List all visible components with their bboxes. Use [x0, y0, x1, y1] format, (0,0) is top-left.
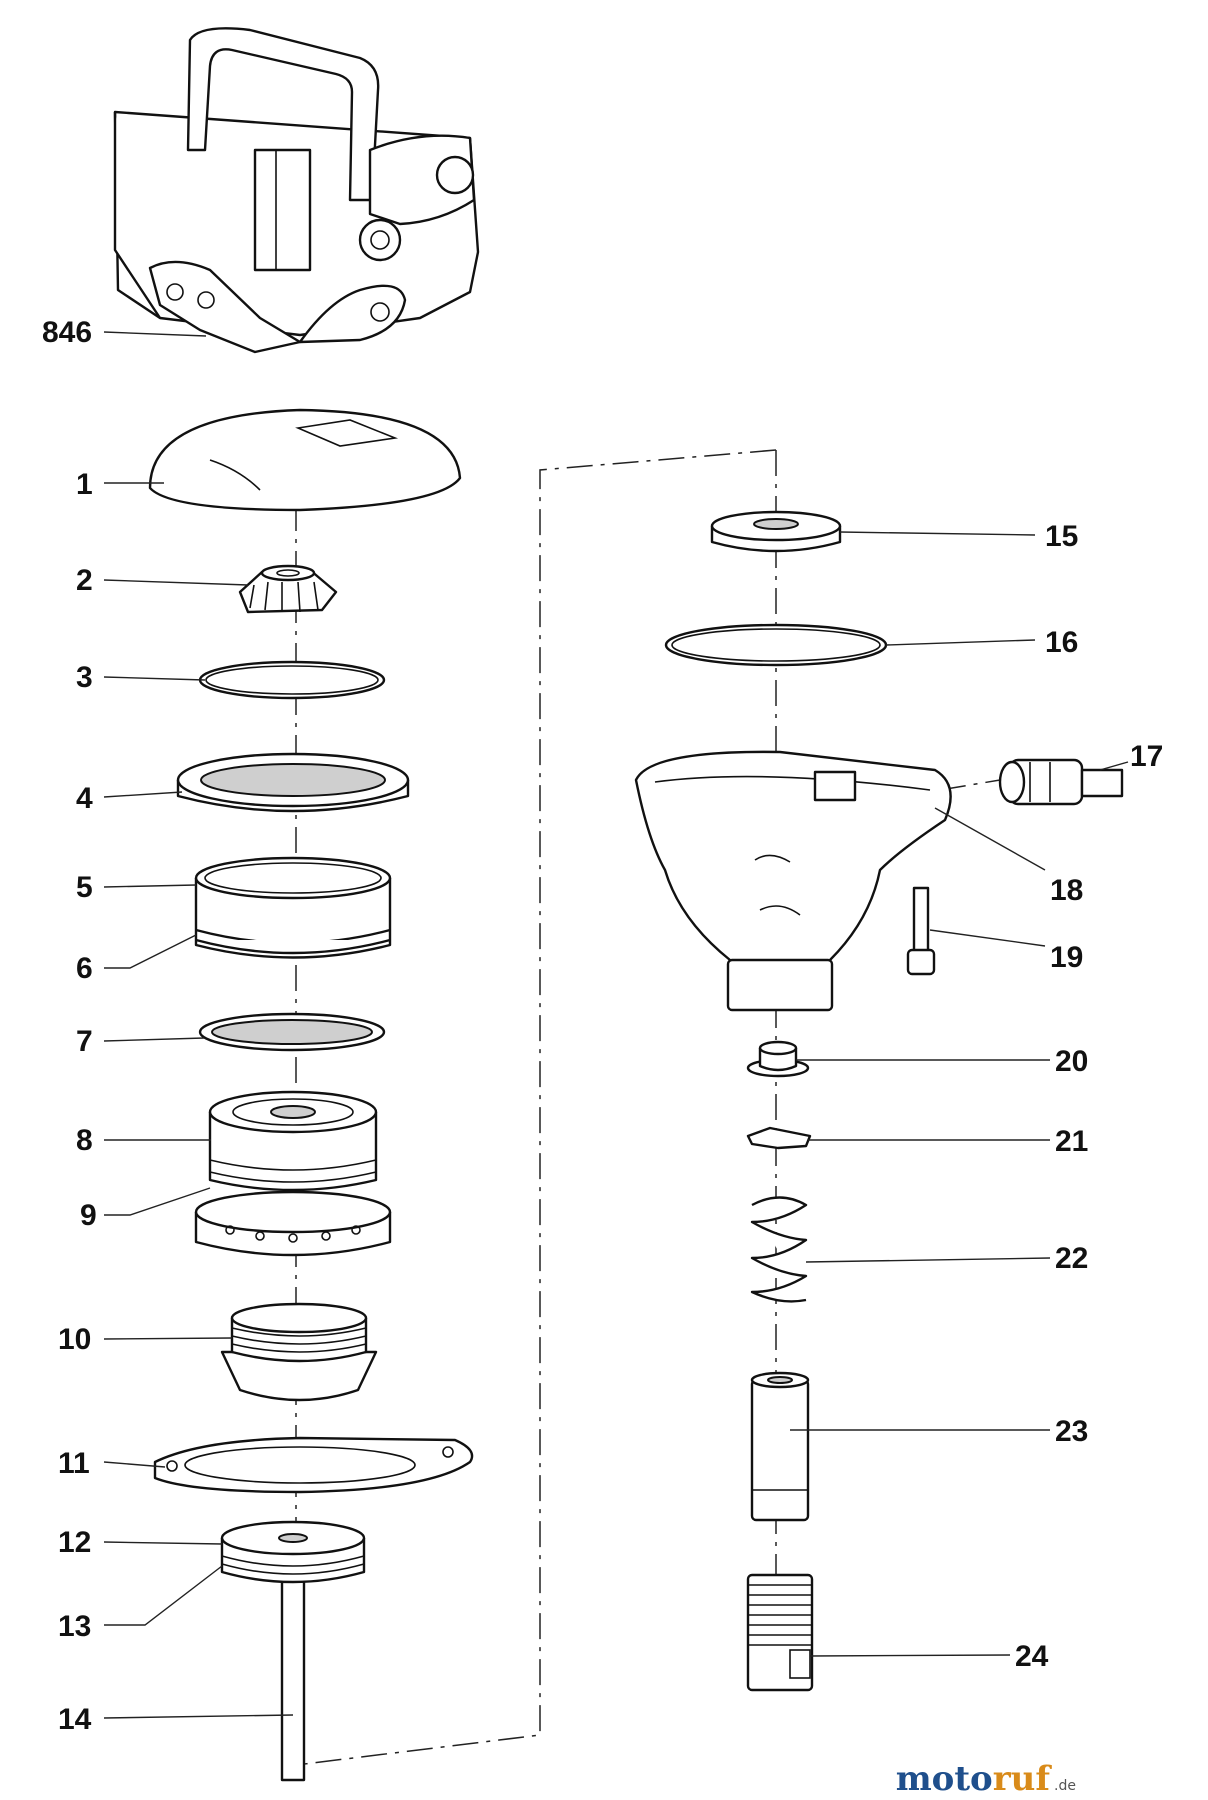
label-part-16: 16	[1045, 626, 1078, 659]
label-part-10: 10	[58, 1323, 91, 1356]
part-846-cylinder-head	[113, 27, 480, 354]
part-24-threaded-end	[746, 1573, 814, 1692]
label-part-1: 1	[76, 468, 93, 501]
assembly-axis-lines	[295, 449, 1001, 1780]
part-19-screw	[906, 886, 936, 976]
label-part-19: 19	[1050, 941, 1083, 974]
part-8-valve-body	[194, 1090, 392, 1257]
label-part-2: 2	[76, 564, 93, 597]
label-part-24: 24	[1015, 1640, 1049, 1673]
part-labels: 846 1 2 3 4 5 6 7 8 9 10 11 12 13 14 15 …	[42, 316, 1163, 1736]
part-7-ring	[198, 1012, 386, 1052]
svg-text:motoruf: motoruf	[896, 1759, 1053, 1799]
label-part-23: 23	[1055, 1415, 1088, 1448]
label-part-14: 14	[58, 1703, 92, 1736]
label-part-3: 3	[76, 661, 93, 694]
watermark-text-a: moto	[896, 1759, 993, 1799]
part-1-cap	[148, 408, 462, 512]
label-part-5: 5	[76, 871, 93, 904]
watermark-text-b: ruf	[993, 1759, 1053, 1799]
part-12-14-driver-piston	[220, 1520, 366, 1782]
leader-lines	[103, 331, 1129, 1719]
part-20-small-bushing	[746, 1040, 810, 1078]
label-part-9: 9	[80, 1199, 97, 1232]
part-10-threaded-cup	[220, 1302, 378, 1402]
part-2-cone-washer	[238, 564, 338, 614]
label-part-11: 11	[58, 1447, 90, 1480]
label-part-8: 8	[76, 1124, 93, 1157]
part-4-seal-ring	[176, 752, 410, 813]
label-part-21: 21	[1055, 1125, 1088, 1158]
part-22-spring	[750, 1196, 808, 1303]
part-11-gasket	[153, 1436, 474, 1494]
label-part-20: 20	[1055, 1045, 1088, 1078]
label-part-846: 846	[42, 316, 92, 349]
label-part-18: 18	[1050, 874, 1083, 907]
part-21-clip	[746, 1126, 812, 1150]
part-18-valve-housing	[634, 750, 952, 1012]
label-part-12: 12	[58, 1526, 91, 1559]
part-3-o-ring	[198, 660, 386, 700]
watermark-suffix: .de	[1054, 1778, 1076, 1794]
part-15-bushing	[710, 510, 842, 553]
label-part-4: 4	[76, 782, 93, 815]
label-part-17: 17	[1130, 740, 1163, 773]
label-part-15: 15	[1045, 520, 1078, 553]
label-part-7: 7	[76, 1025, 93, 1058]
part-16-o-ring	[664, 623, 888, 667]
label-part-22: 22	[1055, 1242, 1088, 1275]
watermark-logo: motoruf .de	[896, 1759, 1076, 1799]
label-part-6: 6	[76, 952, 93, 985]
label-part-13: 13	[58, 1610, 91, 1643]
part-17-air-fitting	[998, 758, 1124, 806]
part-5-piston	[194, 856, 392, 959]
part-23-sleeve	[750, 1371, 810, 1522]
